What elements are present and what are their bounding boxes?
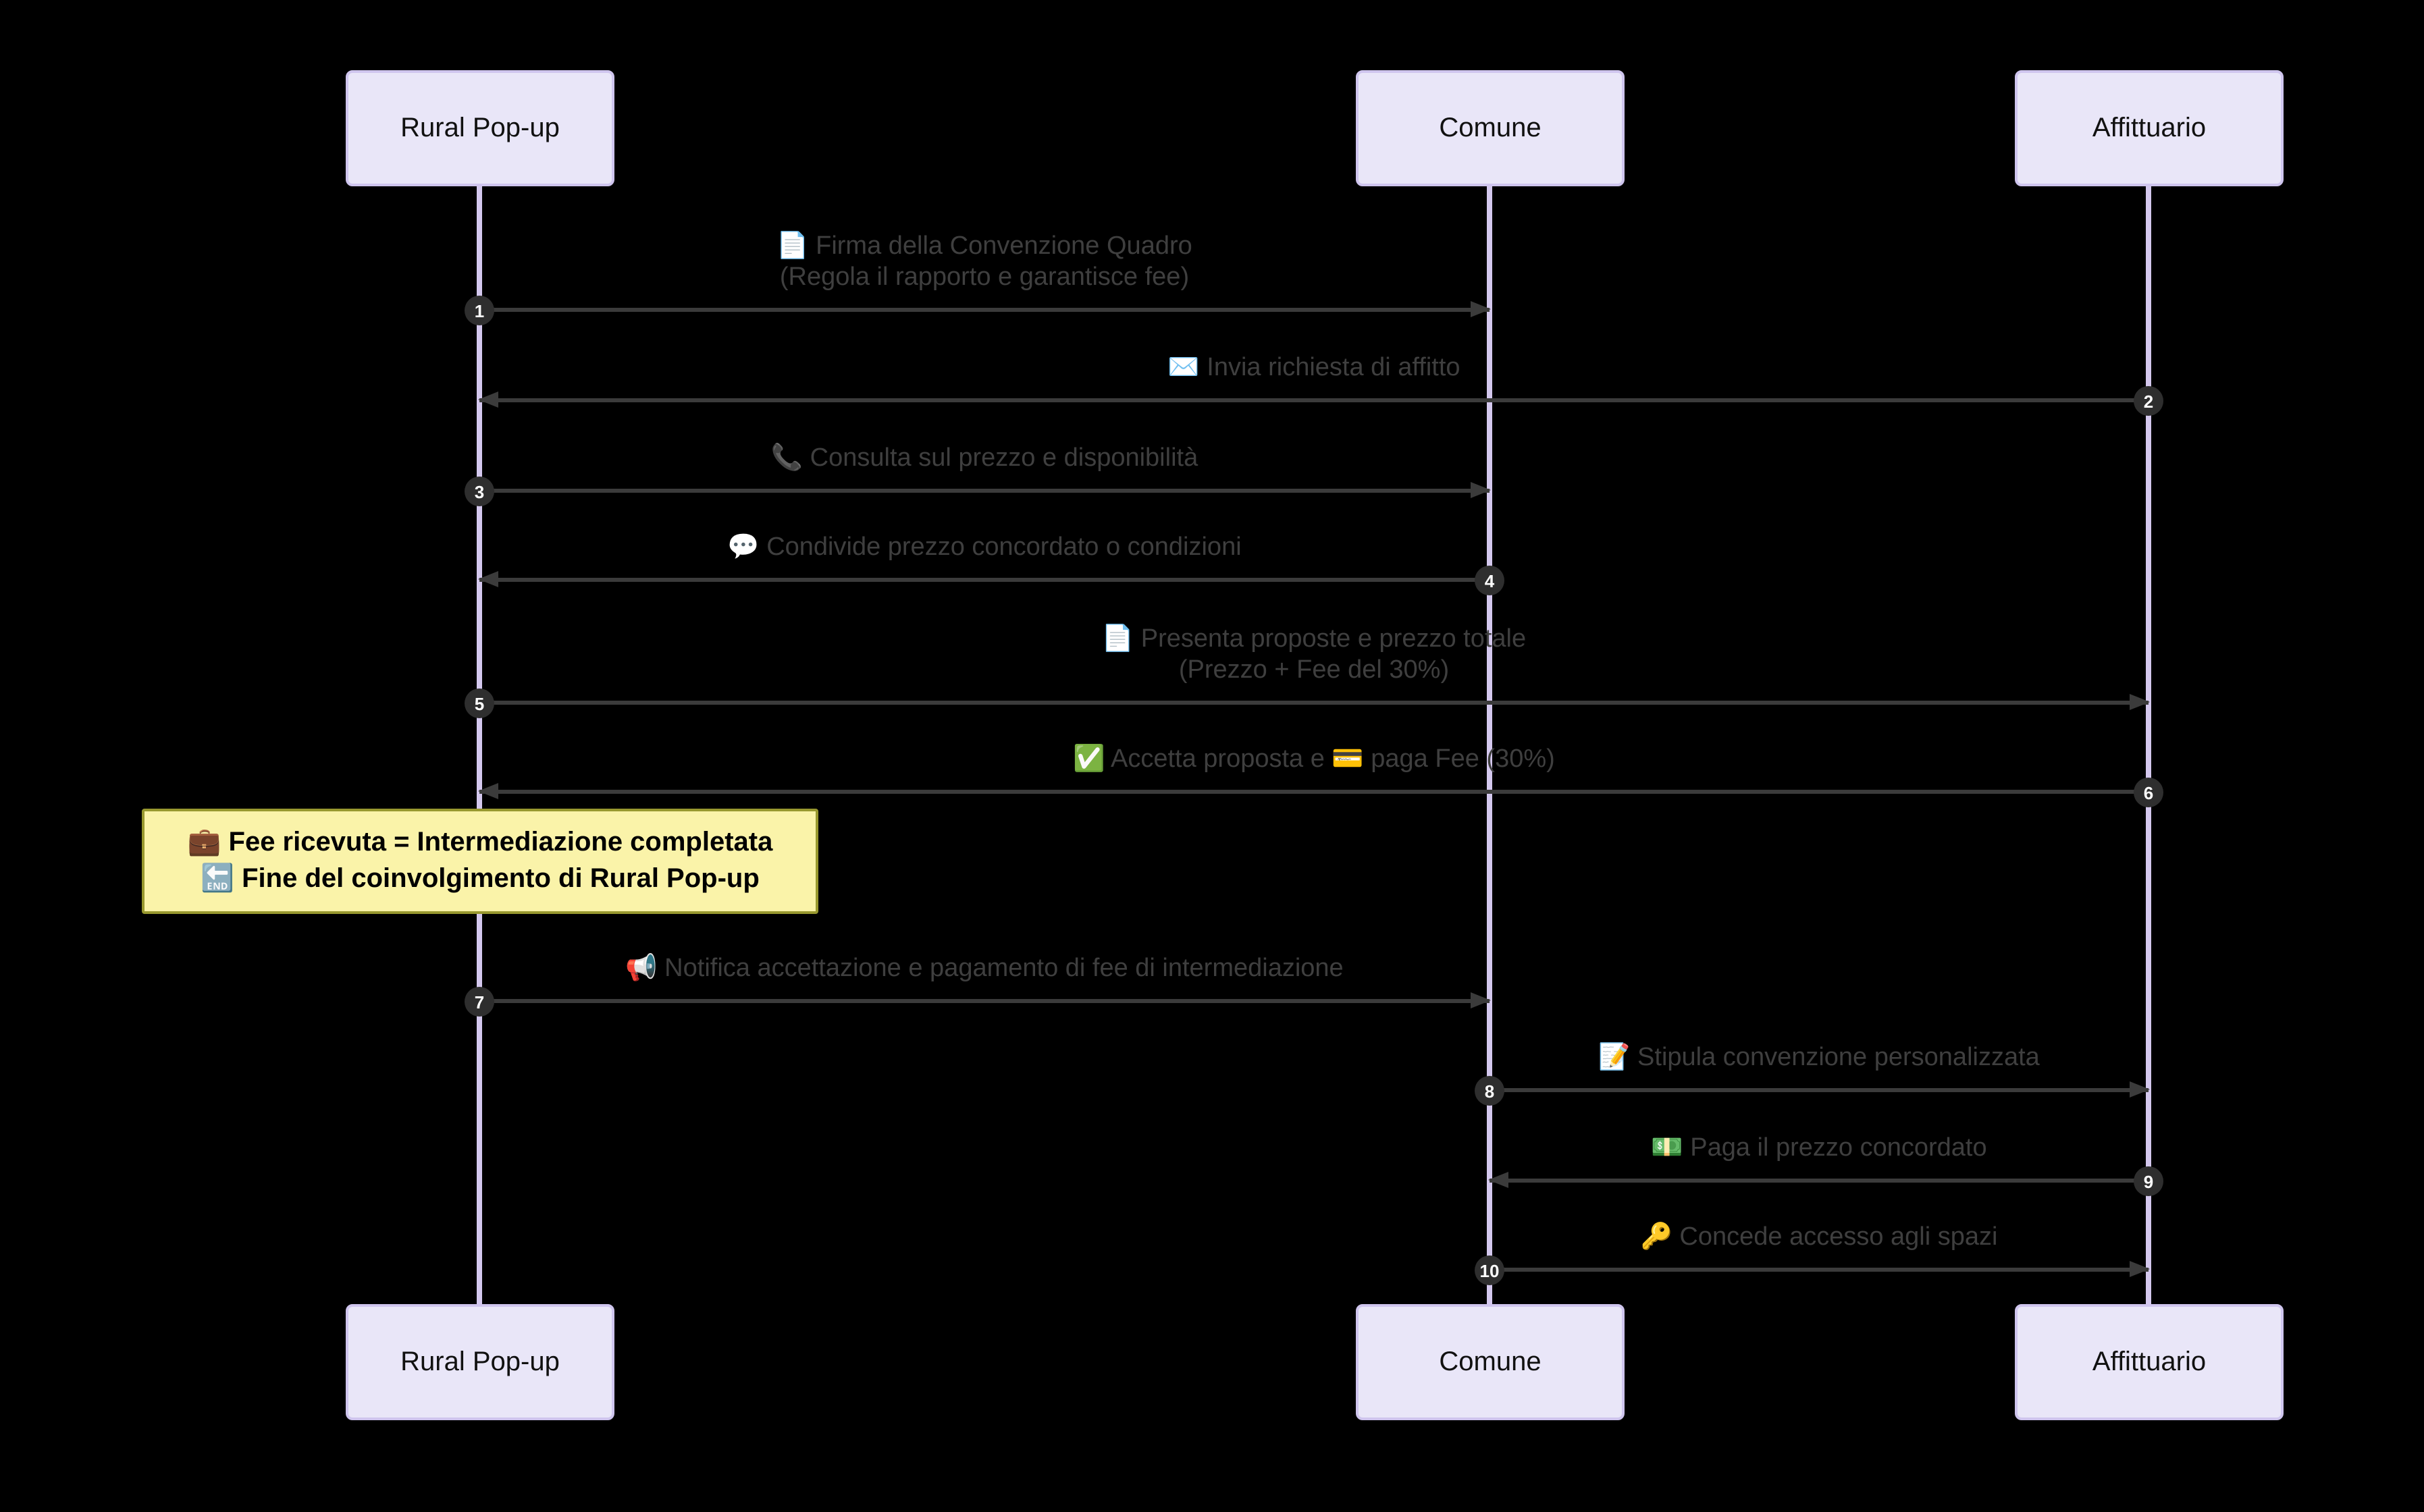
message-text: 📞 Consulta sul prezzo e disponibilità [770, 444, 1198, 473]
message-text: 💬 Condivide prezzo concordato o condizio… [727, 533, 1242, 562]
message-text: (Regola il rapporto e garantisce fee) [779, 263, 1190, 292]
arrowhead-right-icon [1471, 482, 1491, 498]
message-arrow-8 [1490, 1081, 2150, 1098]
arrowhead-right-icon [1471, 992, 1491, 1008]
actor-box-rural-popup-bottom: Rural Pop-up [346, 1304, 614, 1420]
actor-box-comune-bottom: Comune [1356, 1304, 1625, 1420]
message-arrow-9 [1488, 1172, 2149, 1188]
message-arrow-6 [478, 783, 2149, 799]
message-text: 🔑 Concede accesso agli spazi [1640, 1223, 1998, 1251]
arrowhead-left-icon [478, 783, 498, 799]
sequence-number-badge: 8 [1475, 1076, 1504, 1106]
note-line: 🔚 Fine del coinvolgimento di Rural Pop-u… [201, 864, 760, 894]
actor-box-affittuario-bottom: Affittuario [2015, 1304, 2284, 1420]
message-arrow-10 [1490, 1261, 2150, 1277]
arrowhead-left-icon [1488, 1172, 1508, 1188]
message-label-2: ✉️ Invia richiesta di affitto [706, 352, 1922, 383]
message-label-10: 🔑 Concede accesso agli spazi [1211, 1222, 2424, 1253]
sequence-number-badge: 4 [1475, 566, 1504, 595]
message-arrow-5 [479, 694, 2150, 710]
message-label-5: 📄 Presenta proposte e prezzo totale (Pre… [706, 624, 1922, 686]
message-arrow-7 [479, 992, 1491, 1008]
message-text: 📢 Notifica accettazione e pagamento di f… [625, 954, 1344, 983]
lifeline-affittuario [2146, 186, 2151, 1304]
message-label-7: 📢 Notifica accettazione e pagamento di f… [377, 953, 1592, 984]
sequence-number-badge: 10 [1475, 1256, 1504, 1285]
arrowhead-left-icon [478, 392, 498, 408]
arrowhead-right-icon [2130, 694, 2150, 710]
message-label-1: 📄 Firma della Convenzione Quadro (Regola… [377, 231, 1592, 293]
message-text: ✉️ Invia richiesta di affitto [1167, 354, 1460, 382]
message-label-6: ✅ Accetta proposta e 💳 paga Fee (30%) [706, 744, 1922, 775]
sequence-number-badge: 5 [465, 688, 494, 718]
actor-box-comune-top: Comune [1356, 70, 1625, 186]
message-text: ✅ Accetta proposta e 💳 paga Fee (30%) [1073, 745, 1555, 774]
message-text: 💵 Paga il prezzo concordato [1651, 1134, 1987, 1162]
message-arrow-3 [479, 482, 1491, 498]
message-text: (Prezzo + Fee del 30%) [1178, 656, 1450, 684]
sequence-number-badge: 1 [465, 296, 494, 325]
message-arrow-1 [479, 301, 1491, 317]
note-box: 💼 Fee ricevuta = Intermediazione complet… [142, 809, 818, 914]
message-text: 📄 Presenta proposte e prezzo totale [1101, 625, 1527, 653]
message-label-4: 💬 Condivide prezzo concordato o condizio… [377, 532, 1592, 563]
actor-box-affittuario-top: Affittuario [2015, 70, 2284, 186]
message-arrow-2 [478, 392, 2149, 408]
sequence-number-badge: 9 [2134, 1166, 2163, 1196]
sequence-number-badge: 2 [2134, 386, 2163, 416]
message-label-3: 📞 Consulta sul prezzo e disponibilità [377, 443, 1592, 474]
arrowhead-right-icon [2130, 1261, 2150, 1277]
note-line: 💼 Fee ricevuta = Intermediazione complet… [187, 828, 773, 857]
lifeline-comune [1487, 186, 1492, 1304]
sequence-number-badge: 7 [465, 987, 494, 1017]
sequence-number-badge: 3 [465, 477, 494, 506]
message-arrow-4 [478, 571, 1490, 587]
arrowhead-right-icon [2130, 1081, 2150, 1098]
actor-box-rural-popup-top: Rural Pop-up [346, 70, 614, 186]
message-label-8: 📝 Stipula convenzione personalizzata [1211, 1042, 2424, 1073]
message-text: 📝 Stipula convenzione personalizzata [1598, 1044, 2040, 1072]
arrowhead-left-icon [478, 571, 498, 587]
message-label-9: 💵 Paga il prezzo concordato [1211, 1133, 2424, 1164]
message-text: 📄 Firma della Convenzione Quadro [776, 232, 1192, 261]
sequence-number-badge: 6 [2134, 778, 2163, 807]
arrowhead-right-icon [1471, 301, 1491, 317]
lifeline-rural-popup [477, 186, 482, 1304]
